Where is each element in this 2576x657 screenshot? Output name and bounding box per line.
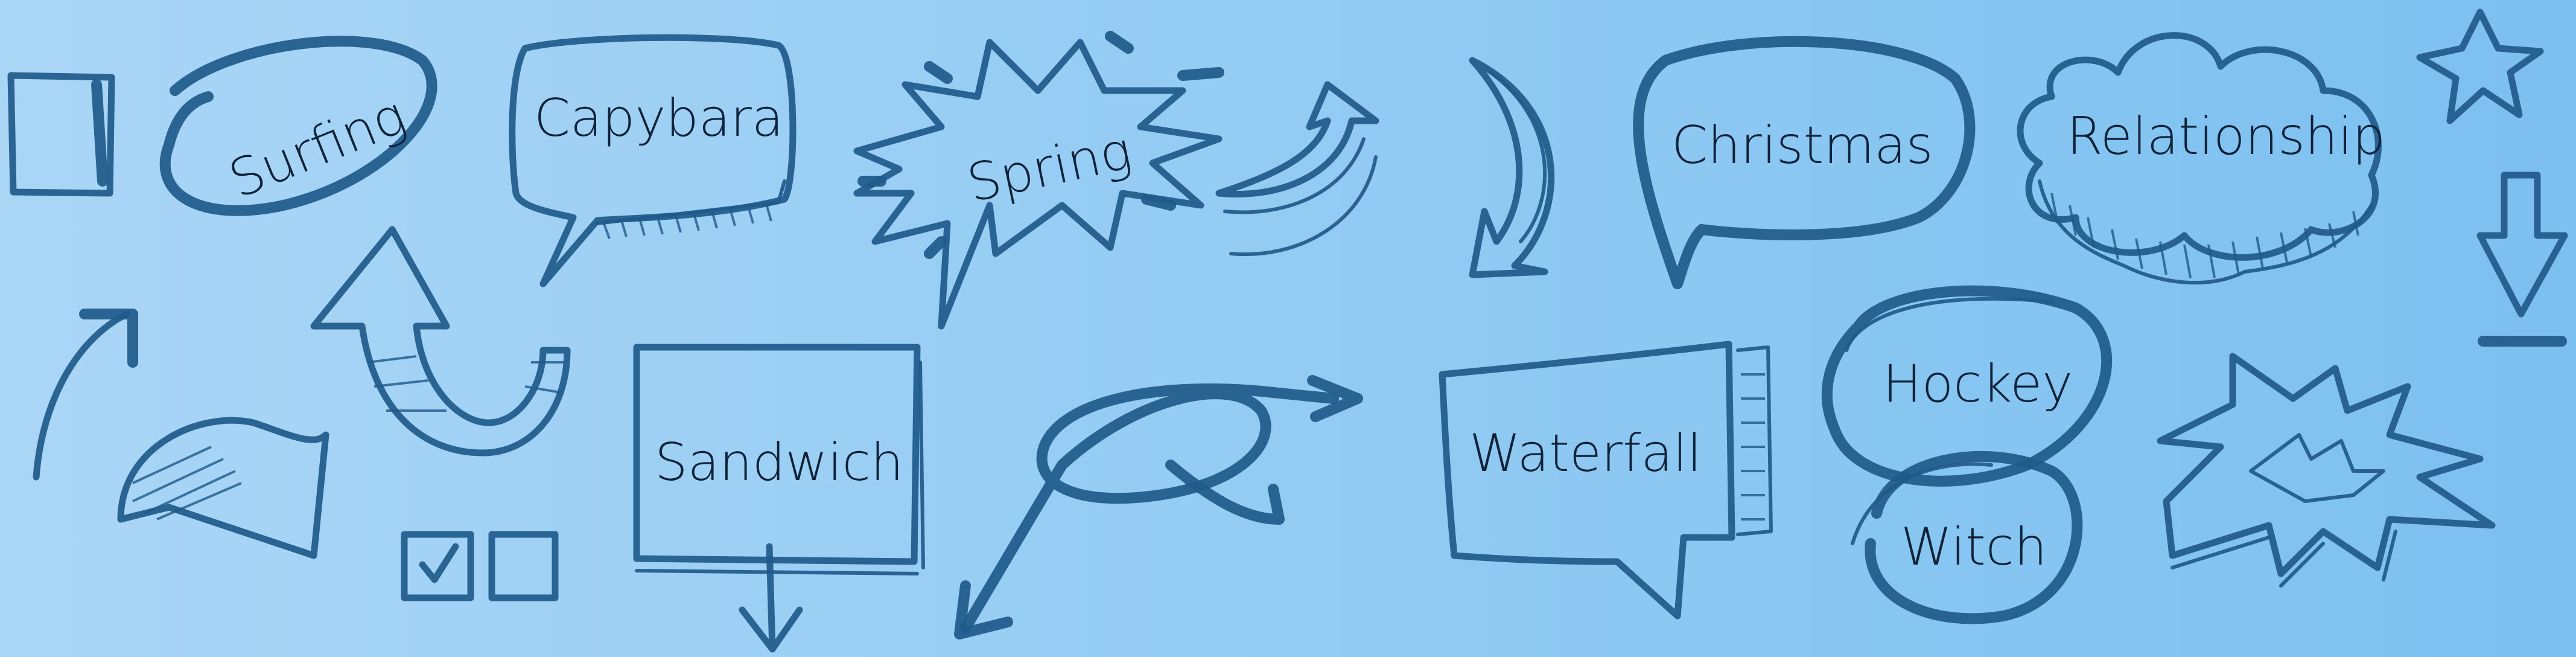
square-frame-icon (7, 72, 115, 197)
waterfall-bubble: Waterfall (1439, 341, 1773, 620)
half-circle-shape (117, 417, 329, 559)
christmas-bubble: Christmas (1633, 36, 1976, 289)
relationship-cloud: Relationship (2017, 32, 2385, 285)
witch-label: Witch (1901, 517, 2047, 577)
waterfall-label: Waterfall (1469, 423, 1702, 484)
small-curved-arrow-icon (33, 309, 138, 481)
witch-oval: Witch (1851, 451, 2083, 624)
down-arrow-icon (2476, 171, 2568, 347)
relationship-label: Relationship (2067, 106, 2385, 167)
explosion-burst-icon (2157, 353, 2496, 588)
loop-arrow-icon (954, 375, 1363, 639)
capybara-bubble: Capybara (509, 34, 797, 287)
capybara-label: Capybara (534, 88, 784, 149)
star-icon (2416, 8, 2544, 124)
curved-down-arrow-icon (1469, 57, 1554, 278)
christmas-label: Christmas (1671, 115, 1933, 176)
hockey-label: Hockey (1883, 354, 2073, 414)
hockey-oval: Hockey (1821, 285, 2113, 487)
u-turn-arrow-icon (310, 226, 571, 457)
curved-arrow-icon (1215, 81, 1379, 257)
sandwich-label: Sandwich (655, 432, 903, 493)
sandwich-box: Sandwich (633, 344, 925, 653)
checkbox-empty-icon (488, 531, 559, 601)
checkbox-checked-icon (401, 531, 474, 601)
